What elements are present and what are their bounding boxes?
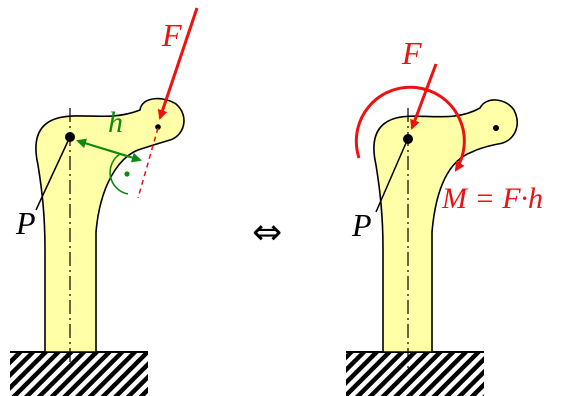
- left-lever-arm-label: h: [108, 106, 123, 139]
- left-force-arrow: [157, 7, 199, 120]
- right-point-p-dot: [403, 134, 413, 144]
- right-head-dot: [493, 125, 499, 131]
- right-figure: F P M = F·h: [346, 35, 543, 396]
- equivalence-symbol: ⇔: [252, 212, 282, 253]
- right-force-label: F: [401, 35, 422, 71]
- left-force-label: F: [161, 17, 182, 53]
- left-point-label: P: [15, 205, 36, 241]
- left-point-p-leader: [35, 140, 69, 211]
- right-ground-hatch: [346, 352, 484, 396]
- right-force-arrow: [410, 63, 438, 130]
- right-moment-label: M = F·h: [441, 182, 543, 215]
- right-bone: [373, 99, 518, 353]
- left-figure: F h P: [10, 7, 199, 396]
- right-point-label: P: [351, 207, 372, 243]
- left-right-angle-dot: [124, 171, 130, 177]
- left-ground-hatch: [10, 352, 148, 396]
- left-force-line-of-action: [137, 127, 159, 199]
- left-lever-arm-arrow: [76, 138, 142, 163]
- left-right-angle-arc: [109, 153, 129, 195]
- right-moment-arc: [354, 85, 466, 172]
- right-point-p-leader: [375, 142, 407, 213]
- left-point-p-dot: [65, 132, 75, 142]
- left-force-point-dot: [155, 124, 161, 130]
